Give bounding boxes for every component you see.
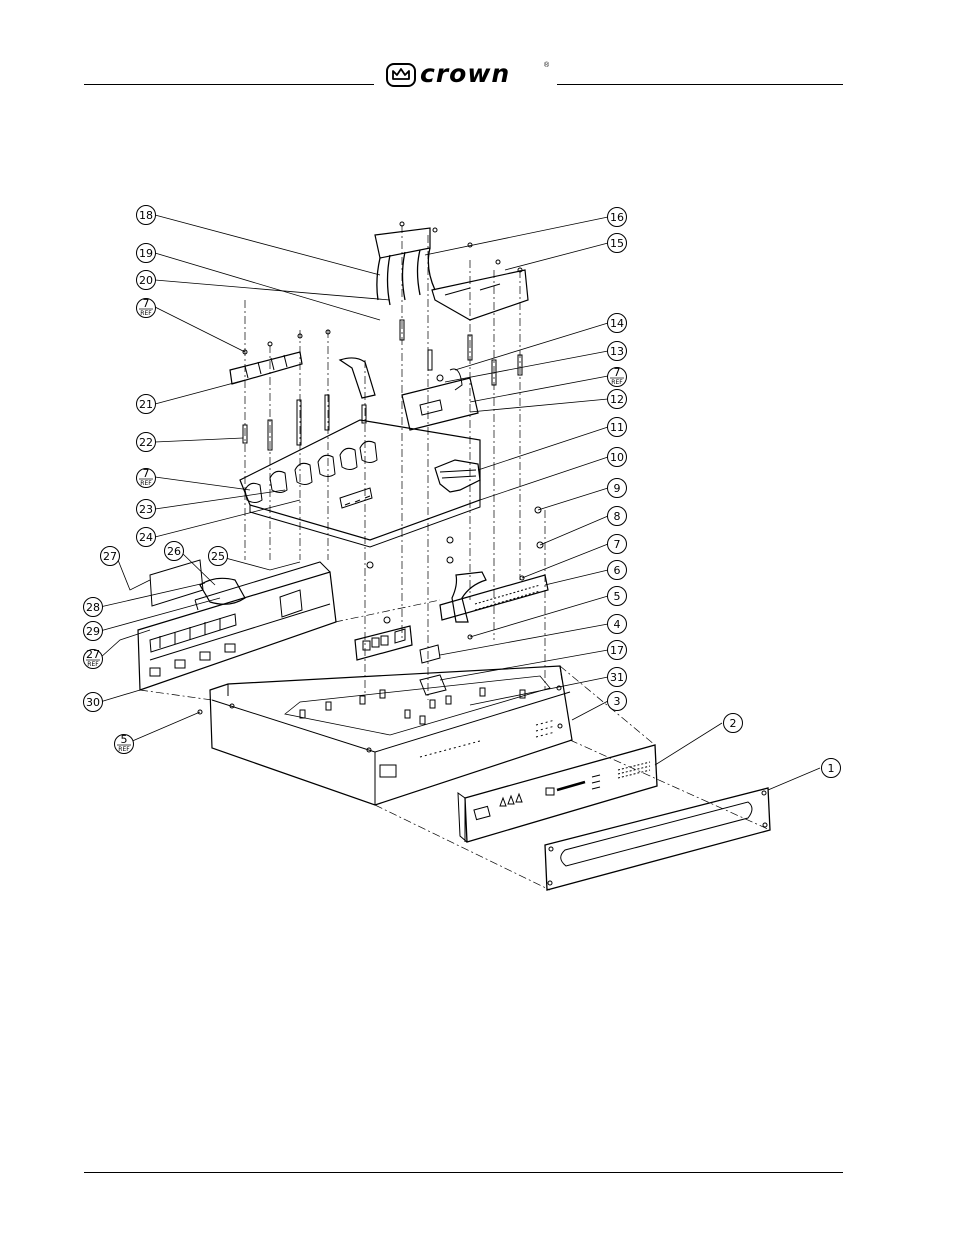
callout-number: 29 bbox=[86, 625, 100, 638]
callout-number: 11 bbox=[610, 421, 624, 434]
callout-number: 25 bbox=[211, 550, 225, 563]
chassis bbox=[210, 666, 572, 805]
callout-c20: 20 bbox=[137, 271, 156, 290]
ribbon-cable-11 bbox=[435, 460, 480, 492]
callout-number: 6 bbox=[614, 564, 621, 577]
callout-c31: 31 bbox=[608, 668, 627, 687]
callout-c15: 15 bbox=[608, 234, 627, 253]
callout-ref: REF bbox=[87, 661, 99, 668]
footer-rule bbox=[84, 1172, 843, 1173]
callout-c3: 3 bbox=[608, 692, 627, 711]
callout-number: 14 bbox=[610, 317, 624, 330]
callout-c14: 14 bbox=[608, 314, 627, 333]
callout-ref: REF bbox=[140, 310, 152, 317]
callout-c18: 18 bbox=[137, 206, 156, 225]
top-wiring-harness bbox=[375, 228, 528, 320]
callout-number: 24 bbox=[139, 531, 153, 544]
heatsink-rail bbox=[230, 352, 375, 398]
callout-c27b: 27REF bbox=[84, 648, 103, 669]
callout-number: 5 bbox=[121, 733, 128, 746]
leader-lines bbox=[100, 215, 820, 790]
front-bezel bbox=[545, 788, 770, 890]
rear-panel-assembly bbox=[138, 560, 336, 690]
callout-c30: 30 bbox=[84, 693, 103, 712]
callout-c10: 10 bbox=[608, 448, 627, 467]
callouts-layer: 1819207REF21227REF2324272625282927REF305… bbox=[84, 206, 841, 778]
callout-c27a: 27 bbox=[101, 547, 120, 566]
callout-number: 7 bbox=[143, 467, 150, 480]
callout-number: 23 bbox=[139, 503, 153, 516]
callout-number: 1 bbox=[828, 762, 835, 775]
callout-number: 7 bbox=[614, 366, 621, 379]
amplifier-board bbox=[240, 420, 480, 547]
callout-c19: 19 bbox=[137, 244, 156, 263]
callout-c1: 1 bbox=[822, 759, 841, 778]
alignment-lines bbox=[140, 225, 770, 890]
callout-number: 26 bbox=[167, 545, 181, 558]
callout-number: 18 bbox=[139, 209, 153, 222]
callout-c2: 2 bbox=[724, 714, 743, 733]
callout-c11: 11 bbox=[608, 418, 627, 437]
callout-c12: 12 bbox=[608, 390, 627, 409]
callout-number: 7 bbox=[143, 297, 150, 310]
callout-number: 8 bbox=[614, 510, 621, 523]
callout-ref: REF bbox=[140, 480, 152, 487]
callout-c22: 22 bbox=[137, 433, 156, 452]
callout-number: 31 bbox=[610, 671, 624, 684]
callout-number: 27 bbox=[86, 648, 100, 661]
callout-number: 27 bbox=[103, 550, 117, 563]
callout-number: 28 bbox=[86, 601, 100, 614]
callout-c17: 17 bbox=[608, 641, 627, 660]
callout-number: 21 bbox=[139, 398, 153, 411]
callout-number: 5 bbox=[614, 590, 621, 603]
callout-ref: REF bbox=[611, 379, 623, 386]
front-panel bbox=[458, 745, 657, 842]
callout-c24: 24 bbox=[137, 528, 156, 547]
callout-c21: 21 bbox=[137, 395, 156, 414]
screws bbox=[198, 222, 543, 714]
callout-c28: 28 bbox=[84, 598, 103, 617]
callout-number: 22 bbox=[139, 436, 153, 449]
callout-number: 9 bbox=[614, 482, 621, 495]
callout-c7d: 7 bbox=[608, 535, 627, 554]
callout-number: 15 bbox=[610, 237, 624, 250]
callout-number: 30 bbox=[86, 696, 100, 709]
callout-c23: 23 bbox=[137, 500, 156, 519]
callout-ref: REF bbox=[118, 746, 130, 753]
callout-c13: 13 bbox=[608, 342, 627, 361]
callout-number: 16 bbox=[610, 211, 624, 224]
callout-c25: 25 bbox=[209, 547, 228, 566]
callout-c9: 9 bbox=[608, 479, 627, 498]
callout-c4: 4 bbox=[608, 615, 627, 634]
callout-c6: 6 bbox=[608, 561, 627, 580]
callout-c8: 8 bbox=[608, 507, 627, 526]
callout-number: 19 bbox=[139, 247, 153, 260]
callout-c16: 16 bbox=[608, 208, 627, 227]
callout-number: 4 bbox=[614, 618, 621, 631]
callout-c26: 26 bbox=[165, 542, 184, 561]
callout-number: 20 bbox=[139, 274, 153, 287]
callout-number: 13 bbox=[610, 345, 624, 358]
callout-number: 12 bbox=[610, 393, 624, 406]
callout-number: 10 bbox=[610, 451, 624, 464]
callout-number: 3 bbox=[614, 695, 621, 708]
callout-c29: 29 bbox=[84, 622, 103, 641]
vertical-standoffs bbox=[243, 320, 522, 450]
callout-number: 2 bbox=[730, 717, 737, 730]
callout-number: 17 bbox=[610, 644, 624, 657]
callout-c5: 5 bbox=[608, 587, 627, 606]
callout-number: 7 bbox=[614, 538, 621, 551]
